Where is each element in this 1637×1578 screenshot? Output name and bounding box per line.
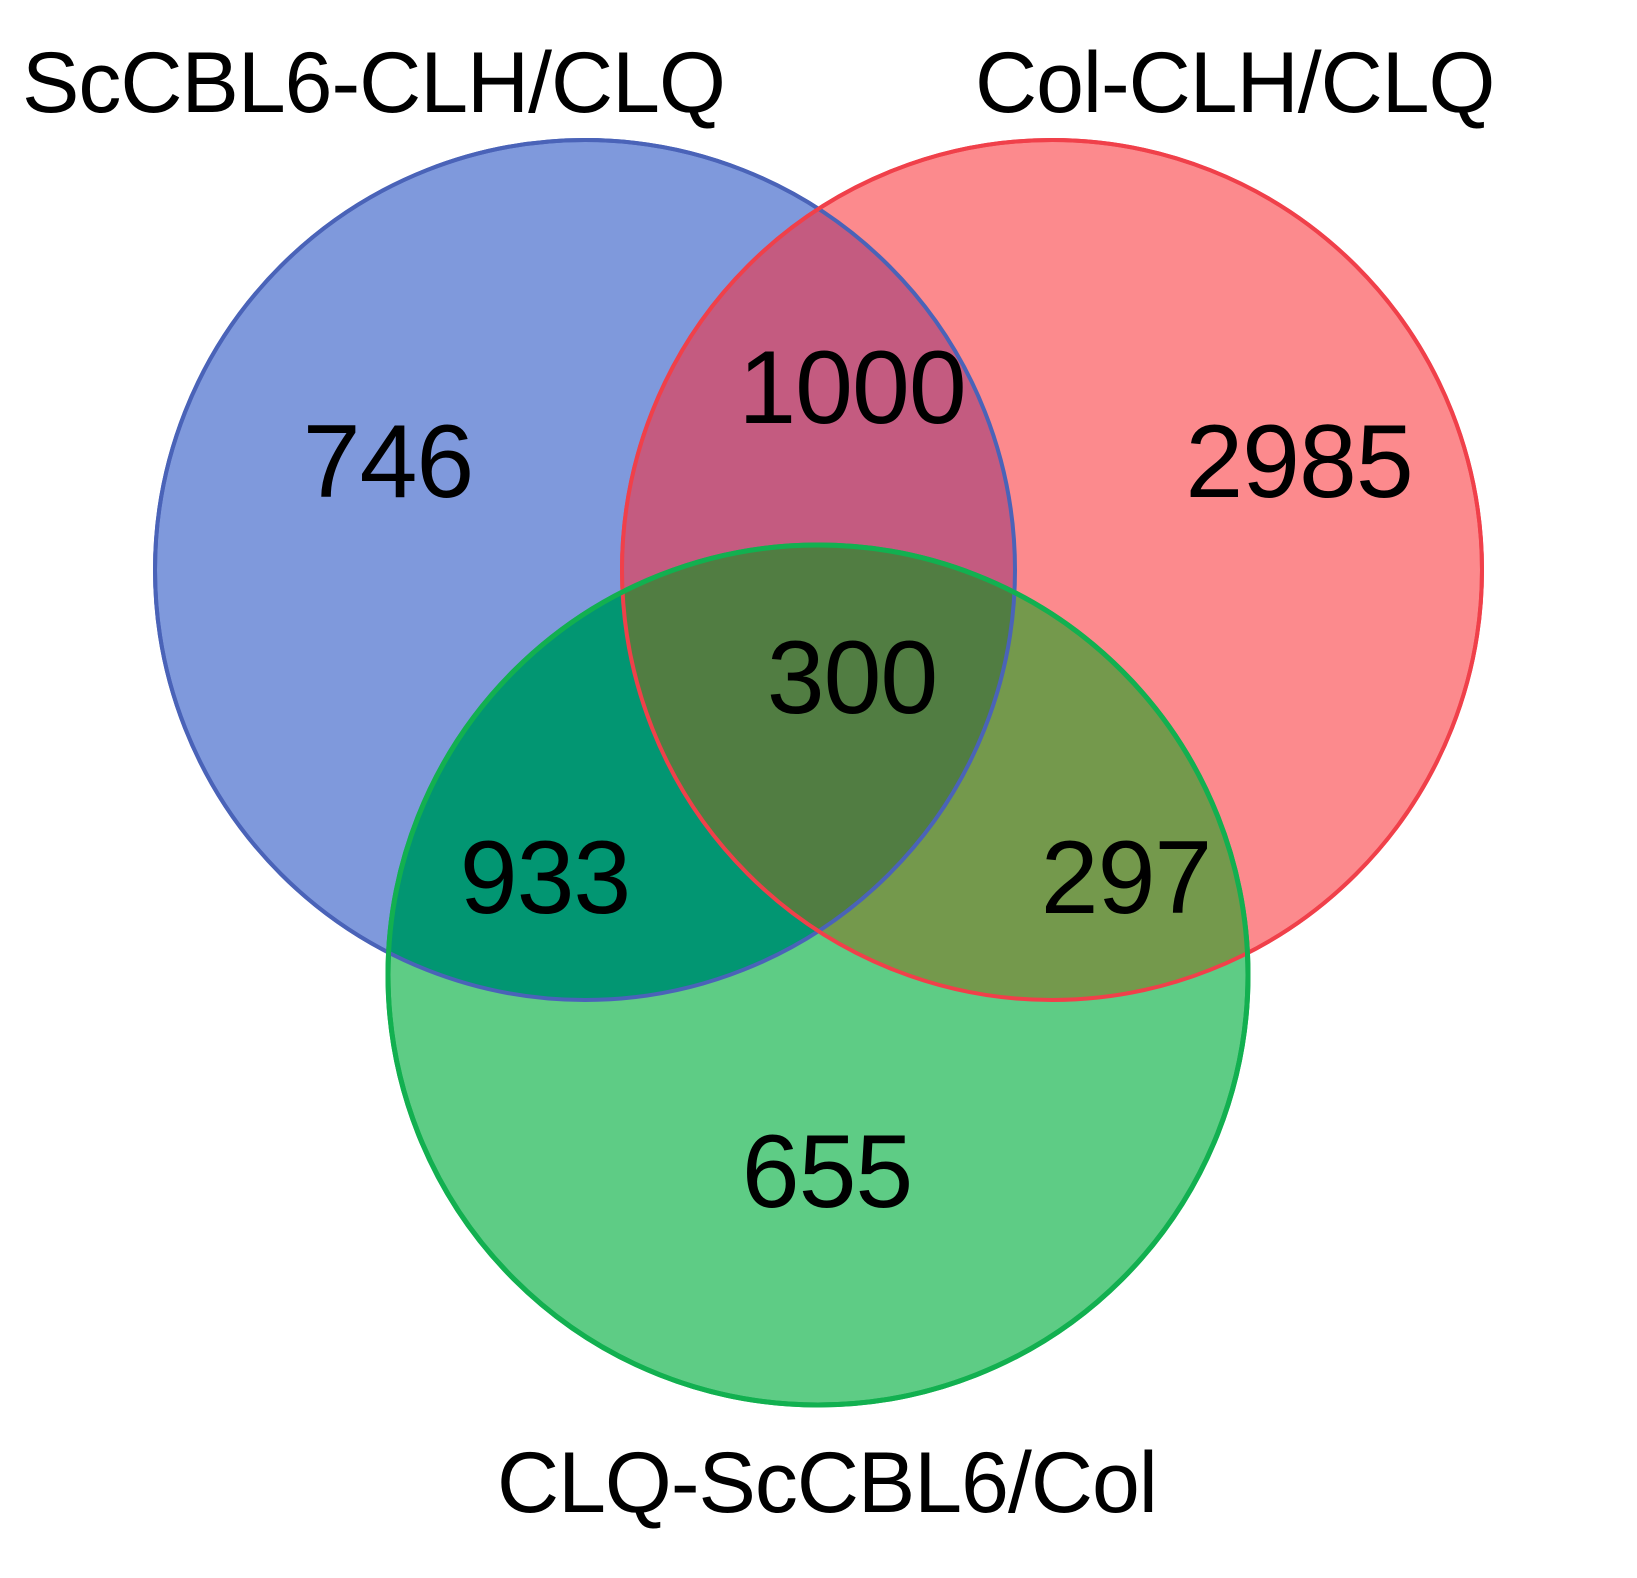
region-count-b-c: 297 [1040, 820, 1213, 936]
set-label-sccbl6-clh-clq: ScCBL6-CLH/CLQ [22, 35, 726, 131]
region-count-a-c: 933 [459, 820, 632, 936]
venn-outline-set-a [153, 138, 1017, 1002]
region-count-a-b: 1000 [738, 330, 966, 446]
region-count-b-only: 2985 [1185, 404, 1413, 520]
region-count-a-only: 746 [302, 404, 475, 520]
venn-outline-set-b [620, 138, 1484, 1002]
venn-region-abc [622, 545, 1015, 1000]
region-count-a-b-c: 300 [766, 620, 939, 736]
venn-outline-set-c [385, 542, 1251, 1408]
set-label-clq-sccbl6-col: CLQ-ScCBL6/Col [497, 1435, 1158, 1531]
region-count-c-only: 655 [741, 1114, 914, 1230]
set-label-col-clh-clq: Col-CLH/CLQ [975, 35, 1495, 131]
